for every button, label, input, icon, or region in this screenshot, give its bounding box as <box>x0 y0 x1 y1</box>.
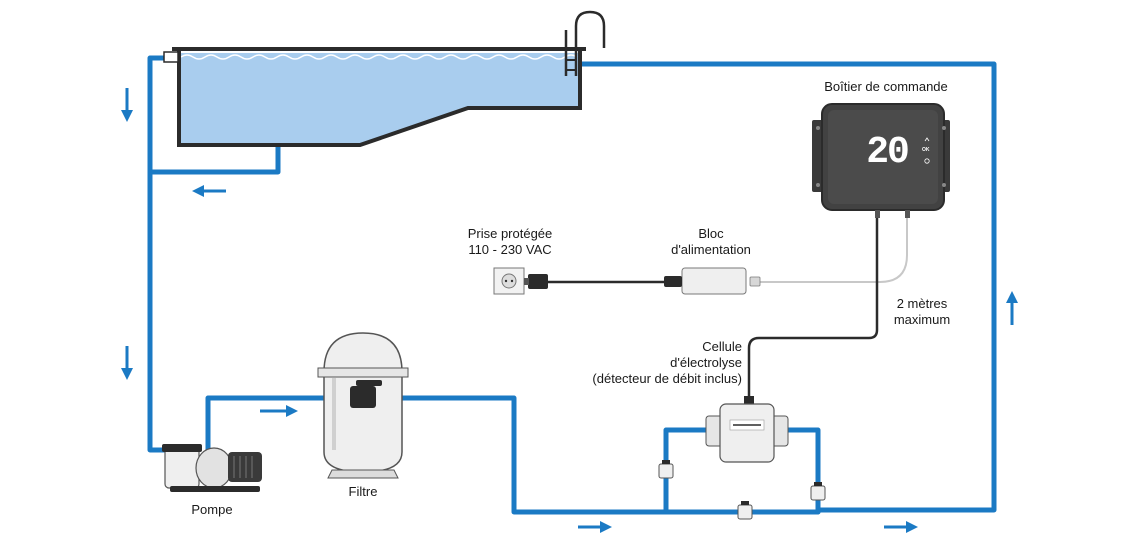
control-box-connector-2 <box>905 210 910 218</box>
valve-right <box>810 485 826 501</box>
electrolysis-cell <box>705 396 789 463</box>
pool-water <box>179 53 580 145</box>
pipe-pump-to-filter <box>205 395 669 515</box>
pipe-return-to-pool <box>577 61 997 513</box>
pipe-bypass-left <box>663 427 725 515</box>
pump-motor <box>228 452 262 482</box>
power-supply-label-line2: d'alimentation <box>671 242 751 257</box>
valve-left <box>658 463 674 479</box>
cell-connector <box>744 396 754 408</box>
control-box-screw-br <box>942 183 946 187</box>
power-supply-body <box>681 267 747 295</box>
outlet-label-line2: 110 - 230 VAC <box>468 242 552 257</box>
pipe-main-drain <box>147 142 281 175</box>
protected-outlet <box>493 267 548 295</box>
outlet-label-line1: Prise protégée <box>467 226 553 241</box>
pool-ladder <box>564 10 606 76</box>
power-supply <box>664 267 761 295</box>
valve-bottom <box>737 504 753 520</box>
cell-label-text: Cellule d'électrolyse (détecteur de débi… <box>548 339 742 387</box>
control-box-screw-tr <box>942 126 946 130</box>
power-supply-dc-plug <box>749 276 761 287</box>
filter-band <box>317 367 409 378</box>
ok-button: OK <box>922 147 930 153</box>
outlet-hole-left <box>504 279 508 283</box>
control-box-label: Boîtier de commande <box>824 79 948 94</box>
pump-motor-ribs <box>233 456 253 478</box>
control-box-connector-1 <box>875 210 880 218</box>
control-box-screw-bl <box>816 183 820 187</box>
pump-lid <box>162 444 202 452</box>
cell-label-line1: Cellule <box>702 339 742 354</box>
pool <box>163 10 606 147</box>
ladder-steps <box>566 59 576 71</box>
outlet-plug-pins <box>524 278 529 285</box>
pump-volute <box>195 447 233 489</box>
cell-body <box>719 403 775 463</box>
filter-valve-handle <box>356 380 382 386</box>
filter-label: Filtre <box>348 484 378 499</box>
power-supply-label-line1: Bloc <box>698 226 724 241</box>
valve-left-handle <box>662 460 670 464</box>
valve-bottom-handle <box>741 501 749 505</box>
pool-wave-line <box>180 54 578 60</box>
distance-label-line2: maximum <box>893 312 951 327</box>
control-box-display: 20 <box>866 131 908 174</box>
control-box: 20 OK <box>812 103 950 218</box>
sand-filter <box>317 332 409 479</box>
filter-valve <box>350 386 376 408</box>
outlet-plug <box>528 274 548 289</box>
filter-base <box>327 469 399 479</box>
cell-label-line3: (détecteur de débit inclus) <box>592 371 742 386</box>
cables <box>548 218 908 398</box>
up-arrow-icon <box>924 137 930 142</box>
distance-label-line1: 2 mètres <box>896 296 948 311</box>
pipe-skimmer-outlet <box>147 55 175 453</box>
pump <box>162 444 262 492</box>
cable-power-supply-to-box <box>760 218 908 283</box>
control-box-screw-tl <box>816 126 820 130</box>
pump-label: Pompe <box>191 502 233 517</box>
pump-prefilter <box>164 447 200 489</box>
power-icon <box>924 158 930 164</box>
outlet-hole-right <box>510 279 514 283</box>
outlet-socket <box>501 273 517 289</box>
cable-box-to-cell <box>747 218 879 398</box>
flow-arrows <box>121 88 1018 533</box>
pump-foot <box>170 486 260 492</box>
valve-right-handle <box>814 482 822 486</box>
skimmer <box>163 51 179 63</box>
cell-label-line2: d'électrolyse <box>670 355 742 370</box>
distance-label: 2 mètres maximum <box>872 296 972 328</box>
power-supply-inlet <box>664 276 682 287</box>
control-box-panel <box>828 110 938 204</box>
bypass-valves <box>658 460 826 520</box>
outlet-label: Prise protégée 110 - 230 VAC <box>440 226 580 258</box>
pool-wall <box>177 50 582 147</box>
power-supply-label: Bloc d'alimentation <box>646 226 776 258</box>
